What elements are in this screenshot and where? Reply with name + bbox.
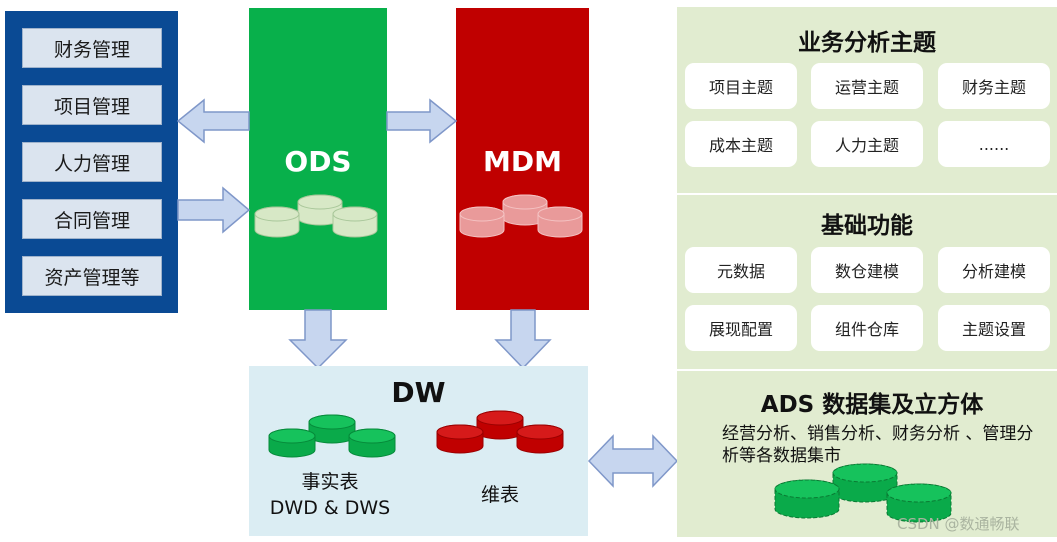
left-arrow-icon bbox=[176, 98, 250, 144]
ods-database-icon bbox=[254, 194, 378, 238]
source-item-project: 项目管理 bbox=[22, 85, 162, 125]
source-systems-panel: 财务管理 项目管理 人力管理 合同管理 资产管理等 bbox=[5, 11, 178, 313]
mdm-database-icon bbox=[459, 194, 583, 238]
down-arrow-icon bbox=[288, 309, 348, 370]
source-item-assets: 资产管理等 bbox=[22, 256, 162, 296]
mdm-title: MDM bbox=[483, 145, 562, 178]
fact-table-label-line2: DWD & DWS bbox=[269, 497, 391, 519]
dw-box: DW 事实表 DWD & DWS 维表 bbox=[249, 366, 588, 536]
section-divider bbox=[677, 369, 1057, 371]
section-divider bbox=[677, 193, 1057, 195]
analysis-item-project: 项目主题 bbox=[685, 63, 797, 109]
source-item-finance: 财务管理 bbox=[22, 28, 162, 68]
basic-item-component-repo: 组件仓库 bbox=[811, 305, 923, 351]
ods-title: ODS bbox=[284, 145, 352, 178]
dimension-table-database-icon bbox=[436, 410, 564, 454]
analysis-item-cost: 成本主题 bbox=[685, 121, 797, 167]
watermark: CSDN @数通畅联 bbox=[897, 515, 1020, 533]
ads-section-title: ADS 数据集及立方体 bbox=[760, 392, 984, 418]
dimension-table-label: 维表 bbox=[480, 484, 519, 506]
analysis-item-finance: 财务主题 bbox=[938, 63, 1050, 109]
source-item-contract: 合同管理 bbox=[22, 199, 162, 239]
right-arrow-icon bbox=[386, 98, 458, 144]
analysis-section-title: 业务分析主题 bbox=[798, 30, 936, 56]
basic-item-topic-settings: 主题设置 bbox=[938, 305, 1050, 351]
analysis-item-hr: 人力主题 bbox=[811, 121, 923, 167]
source-item-hr: 人力管理 bbox=[22, 142, 162, 182]
dw-title: DW bbox=[391, 376, 446, 409]
right-arrow-icon bbox=[177, 186, 251, 234]
double-arrow-icon bbox=[587, 434, 679, 488]
basic-item-analysis-modeling: 分析建模 bbox=[938, 247, 1050, 293]
fact-table-label-line1: 事实表 bbox=[301, 471, 359, 493]
ads-database-icon bbox=[774, 463, 952, 523]
mdm-column: MDM bbox=[456, 8, 589, 310]
basic-item-metadata: 元数据 bbox=[685, 247, 797, 293]
analysis-item-more: ...... bbox=[938, 121, 1050, 167]
basic-item-display-config: 展现配置 bbox=[685, 305, 797, 351]
basic-section-title: 基础功能 bbox=[821, 213, 913, 239]
fact-table-database-icon bbox=[268, 414, 396, 458]
fact-table-label: 事实表 DWD & DWS bbox=[249, 469, 411, 521]
basic-item-warehouse-modeling: 数仓建模 bbox=[811, 247, 923, 293]
right-panel: 业务分析主题 项目主题 运营主题 财务主题 成本主题 人力主题 ...... 基… bbox=[677, 7, 1057, 537]
analysis-item-operations: 运营主题 bbox=[811, 63, 923, 109]
ods-column: ODS bbox=[249, 8, 387, 310]
down-arrow-icon bbox=[494, 309, 552, 370]
ads-description: 经营分析、销售分析、财务分析 、管理分析等各数据集市 bbox=[722, 424, 1034, 466]
